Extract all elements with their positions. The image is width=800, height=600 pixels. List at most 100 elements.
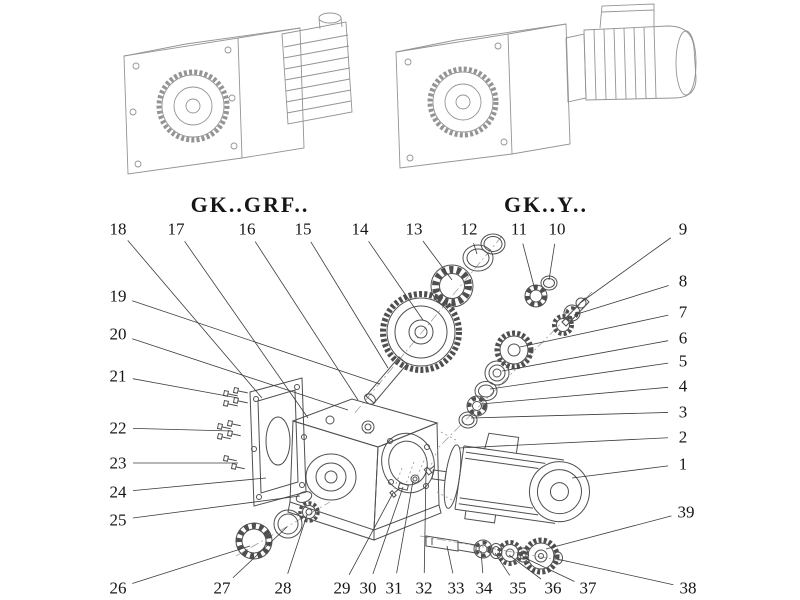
- seal-25: [295, 491, 313, 503]
- small-fasteners: [389, 465, 435, 498]
- leader-line-13: [422, 240, 453, 281]
- leader-line-15: [310, 241, 389, 369]
- part-number-38: 38: [680, 579, 697, 598]
- leader-line-30: [372, 486, 404, 574]
- leader-line-25: [132, 495, 301, 519]
- part-number-26: 26: [110, 579, 127, 598]
- bolt-set-c: [222, 454, 245, 470]
- part-number-21: 21: [110, 367, 127, 386]
- bearing-34: [473, 539, 493, 559]
- part-number-15: 15: [295, 220, 312, 239]
- part-number-12: 12: [461, 220, 478, 239]
- leader-line-21: [132, 378, 239, 399]
- part-number-20: 20: [110, 325, 127, 344]
- part-number-13: 13: [406, 220, 423, 239]
- washer-31: [410, 474, 420, 484]
- input-pinion-assembly: [458, 275, 590, 429]
- part-number-18: 18: [110, 220, 127, 239]
- part-number-33: 33: [448, 579, 465, 598]
- output-shaft-assembly: [425, 535, 563, 575]
- leader-line-8: [573, 285, 669, 316]
- part-number-16: 16: [239, 220, 256, 239]
- leader-line-37: [522, 556, 575, 582]
- output-bearing-parts: [235, 491, 320, 560]
- leader-line-39: [545, 515, 672, 550]
- main-gear: [380, 291, 462, 373]
- pinion-shaft: [561, 297, 590, 327]
- leader-line-32: [423, 471, 427, 574]
- leader-line-1: [571, 465, 669, 479]
- eye-bolt: [361, 420, 375, 434]
- leader-line-19: [132, 300, 381, 385]
- part-number-2: 2: [679, 428, 688, 447]
- retaining-rings-12: [462, 233, 506, 272]
- bearing-11: [524, 284, 548, 308]
- motor-drawing: [565, 3, 697, 103]
- leader-line-18: [127, 240, 263, 399]
- part-number-34: 34: [476, 579, 494, 598]
- bearing-26: [235, 522, 273, 560]
- leader-line-7: [519, 314, 669, 348]
- part-number-29: 29: [334, 579, 351, 598]
- part-number-28: 28: [275, 579, 292, 598]
- leader-line-35: [494, 552, 511, 576]
- leader-line-17: [184, 241, 309, 419]
- bearing-13: [430, 264, 474, 308]
- part-number-23: 23: [110, 454, 127, 473]
- leader-line-34: [480, 550, 484, 574]
- part-number-24: 24: [110, 483, 128, 502]
- electric-motor: [431, 432, 590, 524]
- part-number-5: 5: [679, 352, 688, 371]
- intermediate-gear-assembly: [364, 233, 506, 405]
- mounting-flange: [249, 377, 307, 507]
- part-number-8: 8: [679, 272, 688, 291]
- leader-line-33: [446, 545, 454, 574]
- part-number-25: 25: [110, 511, 127, 530]
- plug-32: [423, 465, 435, 476]
- gearbox-housing: [287, 398, 442, 541]
- leader-line-12: [473, 243, 478, 255]
- ring-27: [273, 509, 303, 539]
- leader-line-24: [132, 477, 267, 491]
- bolt-set-a: [222, 386, 248, 407]
- gearbox-y-drawing: [395, 3, 697, 169]
- part-number-1: 1: [679, 455, 688, 474]
- leader-line-31: [396, 480, 414, 574]
- part-number-22: 22: [110, 419, 127, 438]
- leader-line-4: [480, 386, 669, 405]
- part-number-7: 7: [679, 303, 688, 322]
- leader-line-38: [556, 558, 674, 586]
- ring-5: [474, 381, 498, 401]
- assembly-dotted-lines: [392, 431, 457, 501]
- part-number-17: 17: [168, 220, 186, 239]
- bearing-4: [466, 395, 488, 417]
- part-number-19: 19: [110, 287, 127, 306]
- gear-36: [497, 540, 523, 566]
- finned-cover: [281, 12, 353, 125]
- ring-3: [458, 411, 478, 429]
- part-number-39: 39: [678, 503, 695, 522]
- leader-line-10: [548, 243, 556, 281]
- leader-line-2: [458, 437, 669, 449]
- part-number-32: 32: [416, 579, 433, 598]
- part-number-9: 9: [679, 220, 688, 239]
- part-number-4: 4: [679, 377, 688, 396]
- leader-line-6: [501, 340, 669, 372]
- leader-line-20: [132, 338, 349, 411]
- part-number-36: 36: [545, 579, 562, 598]
- leader-line-36: [508, 554, 542, 580]
- hub-6: [484, 360, 510, 386]
- gear-28: [298, 501, 320, 523]
- gear-7: [494, 330, 534, 370]
- model-title-right: GK..Y..: [504, 192, 588, 217]
- leader-line-5: [489, 362, 669, 390]
- part-number-3: 3: [679, 403, 688, 422]
- model-title-left: GK..GRF..: [191, 192, 310, 217]
- part-number-31: 31: [386, 579, 403, 598]
- part-number-27: 27: [214, 579, 232, 598]
- motor-shaft: [431, 469, 447, 482]
- part-number-6: 6: [679, 329, 688, 348]
- leader-line-11: [522, 243, 536, 291]
